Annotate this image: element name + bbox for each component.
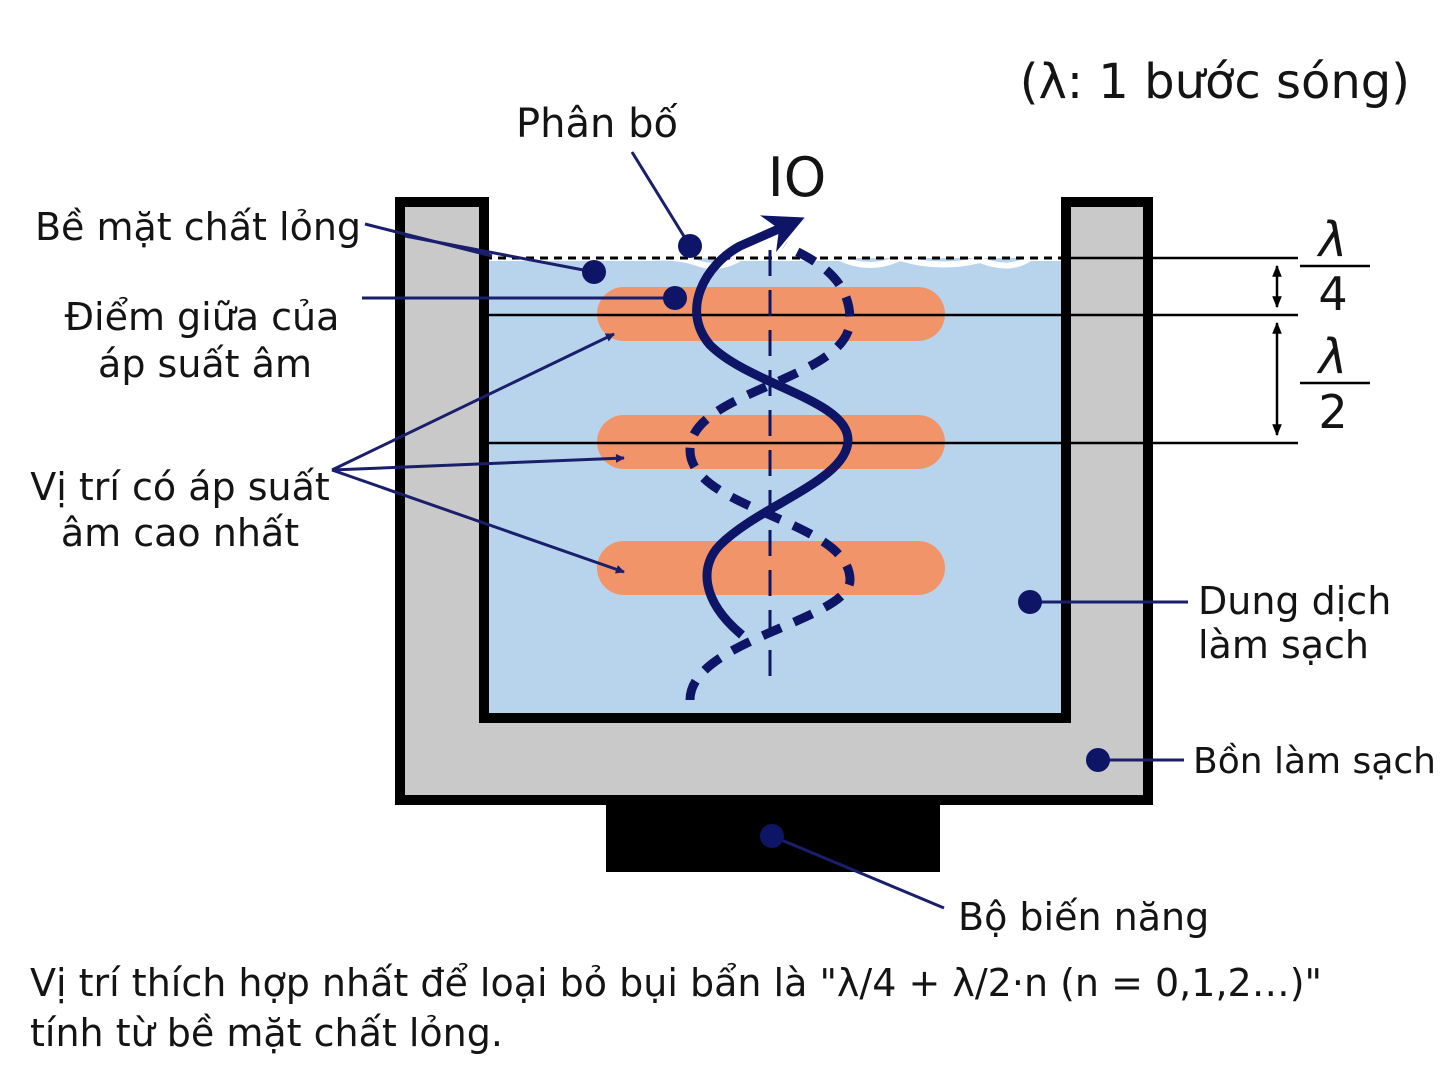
cleaning-tank-label: Bồn làm sạch xyxy=(1193,741,1436,782)
half-denominator: 2 xyxy=(1318,385,1347,439)
standing-wave-dashed xyxy=(685,241,855,701)
standing-wave-solid xyxy=(692,215,853,639)
tank-inner-outline xyxy=(479,202,1071,723)
quarter-denominator: 4 xyxy=(1318,267,1347,321)
caption-line-1: Vị trí thích hợp nhất để loại bỏ bụi bẩn… xyxy=(30,961,1322,1005)
caption: Vị trí thích hợp nhất để loại bỏ bụi bẩn… xyxy=(30,958,1430,1058)
liquid-surface-ripple xyxy=(484,254,1066,269)
max-pressure-label-line1: Vị trí có áp suất xyxy=(30,465,330,509)
liquid-surface-label: Bề mặt chất lỏng xyxy=(35,205,361,249)
leader-lines xyxy=(331,151,1188,910)
distribution-label: Phân bố xyxy=(516,101,678,147)
leader-dots xyxy=(582,234,1110,848)
cleaning-solution-label-line2: làm sạch xyxy=(1198,623,1369,667)
quarter-numerator: λ xyxy=(1316,212,1347,268)
max-pressure-band-3 xyxy=(597,541,945,595)
wavelength-note: (λ: 1 bước sóng) xyxy=(1020,54,1410,110)
half-numerator: λ xyxy=(1316,329,1347,385)
midpoint-label-line2: áp suất âm xyxy=(98,342,312,386)
midpoint-label-line1: Điểm giữa của xyxy=(65,295,340,339)
transducer-label: Bộ biến năng xyxy=(958,895,1209,939)
caption-line-2: tính từ bề mặt chất lỏng. xyxy=(30,1011,503,1055)
max-pressure-label-line2: âm cao nhất xyxy=(61,511,299,555)
io-label: IO xyxy=(768,146,826,209)
cleaning-solution-label-line1: Dung dịch xyxy=(1198,579,1391,623)
